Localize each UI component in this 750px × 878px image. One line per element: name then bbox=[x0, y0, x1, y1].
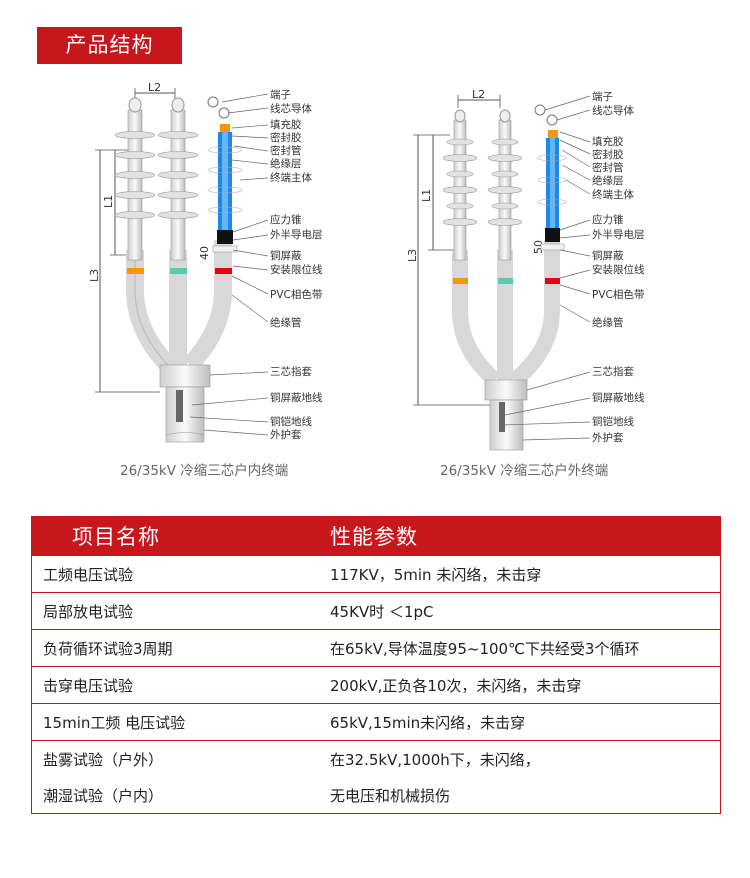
header-performance: 性能参数 bbox=[330, 525, 418, 549]
label-conductor-outdoor: 线芯导体 bbox=[592, 104, 634, 117]
indoor-terminal-drawing: L2 L1 L3 40 bbox=[88, 81, 323, 479]
dim-l1: L1 bbox=[102, 195, 115, 208]
dim-l3-outdoor: L3 bbox=[406, 249, 419, 262]
row-value: 无电压和机械损伤 bbox=[330, 786, 451, 805]
caption-outdoor: 26/35kV 冷缩三芯户外终端 bbox=[440, 462, 608, 479]
row-name: 击穿电压试验 bbox=[43, 676, 134, 695]
label-insul-tube-outdoor: 绝缘管 bbox=[592, 316, 624, 329]
label-sealant-outdoor: 密封胶 bbox=[592, 148, 624, 161]
label-jacket-outdoor: 外护套 bbox=[592, 431, 624, 444]
label-shield-ground: 铜屏蔽地线 bbox=[270, 391, 323, 404]
row-name: 工频电压试验 bbox=[43, 565, 134, 584]
label-copper-shield-outdoor: 铜屏蔽 bbox=[592, 250, 624, 262]
label-pvc-tape: PVC相色带 bbox=[270, 288, 322, 301]
label-semicon: 外半导电层 bbox=[270, 228, 323, 241]
label-terminal-outdoor: 端子 bbox=[592, 90, 613, 103]
section-title: 产品结构 bbox=[37, 27, 182, 64]
row-value: 在65kV,导体温度95~100℃下共经受3个循环 bbox=[330, 639, 640, 658]
spec-table: 项目名称 性能参数 工频电压试验 117KV，5min 未闪络，未击穿 局部放电… bbox=[31, 516, 721, 814]
row-value: 45KV时 ＜1pC bbox=[330, 602, 434, 621]
row-name: 盐雾试验（户外） bbox=[43, 750, 164, 769]
row-value: 65kV,15min未闪络，未击穿 bbox=[330, 713, 526, 732]
label-insulation-outdoor: 绝缘层 bbox=[592, 174, 624, 187]
dim-50-outdoor: 50 bbox=[532, 240, 545, 254]
label-pvc-tape-outdoor: PVC相色带 bbox=[592, 288, 644, 301]
label-conductor: 线芯导体 bbox=[270, 102, 312, 115]
outdoor-terminal-drawing: L2 L1 L3 50 bbox=[406, 88, 645, 479]
label-semicon-outdoor: 外半导电层 bbox=[592, 228, 645, 241]
row-value: 200kV,正负各10次，未闪络，未击穿 bbox=[330, 676, 582, 695]
label-insulation: 绝缘层 bbox=[270, 157, 302, 170]
label-terminal-body: 终端主体 bbox=[270, 171, 312, 184]
row-name: 潮湿试验（户内） bbox=[43, 786, 164, 805]
label-filler-outdoor: 填充胶 bbox=[592, 135, 624, 148]
label-terminal: 端子 bbox=[270, 88, 291, 101]
label-stress-cone-outdoor: 应力锥 bbox=[592, 213, 624, 226]
table-row: 负荷循环试验3周期 在65kV,导体温度95~100℃下共经受3个循环 bbox=[32, 629, 720, 666]
dim-l2-outdoor: L2 bbox=[472, 88, 485, 101]
row-name: 负荷循环试验3周期 bbox=[43, 639, 173, 658]
caption-indoor: 26/35kV 冷缩三芯户内终端 bbox=[120, 462, 288, 479]
row-value: 在32.5kV,1000h下，未闪络， bbox=[330, 750, 540, 769]
dim-l2: L2 bbox=[148, 81, 161, 94]
label-shield-ground-outdoor: 铜屏蔽地线 bbox=[592, 391, 645, 404]
dim-l1-outdoor: L1 bbox=[420, 189, 433, 202]
label-armor-ground: 铜铠地线 bbox=[270, 415, 312, 428]
row-value: 117KV，5min 未闪络，未击穿 bbox=[330, 565, 542, 584]
table-row: 盐雾试验（户外） 在32.5kV,1000h下，未闪络， bbox=[32, 740, 720, 777]
label-seal-tube: 密封管 bbox=[270, 144, 302, 157]
label-copper-shield: 铜屏蔽 bbox=[270, 250, 302, 262]
label-filler: 填充胶 bbox=[270, 118, 302, 131]
table-row: 潮湿试验（户内） 无电压和机械损伤 bbox=[32, 777, 720, 813]
dim-l3: L3 bbox=[88, 269, 101, 282]
label-limit-line: 安装限位线 bbox=[270, 263, 323, 276]
label-stress-cone: 应力锥 bbox=[270, 213, 302, 226]
structure-svg: L2 L1 L3 40 bbox=[88, 81, 645, 479]
label-armor-ground-outdoor: 铜铠地线 bbox=[592, 415, 634, 428]
table-row: 工频电压试验 117KV，5min 未闪络，未击穿 bbox=[32, 555, 720, 592]
label-glove: 三芯指套 bbox=[270, 365, 312, 378]
label-insul-tube: 绝缘管 bbox=[270, 316, 302, 329]
table-row: 局部放电试验 45KV时 ＜1pC bbox=[32, 592, 720, 629]
product-structure-diagram: L2 L1 L3 40 bbox=[0, 80, 750, 490]
row-name: 局部放电试验 bbox=[43, 602, 134, 621]
label-body-outdoor: 终端主体 bbox=[592, 188, 634, 201]
label-glove-outdoor: 三芯指套 bbox=[592, 365, 634, 378]
label-seal-tube-outdoor: 密封管 bbox=[592, 161, 624, 174]
table-row: 击穿电压试验 200kV,正负各10次，未闪络，未击穿 bbox=[32, 666, 720, 703]
label-limit-line-outdoor: 安装限位线 bbox=[592, 263, 645, 276]
row-name: 15min工频 电压试验 bbox=[43, 713, 186, 732]
table-row: 15min工频 电压试验 65kV,15min未闪络，未击穿 bbox=[32, 703, 720, 740]
header-item-name: 项目名称 bbox=[72, 525, 160, 549]
spec-table-header: 项目名称 性能参数 bbox=[32, 517, 720, 555]
label-sealant: 密封胶 bbox=[270, 131, 302, 144]
dim-40: 40 bbox=[198, 246, 211, 260]
label-jacket: 外护套 bbox=[270, 428, 302, 441]
